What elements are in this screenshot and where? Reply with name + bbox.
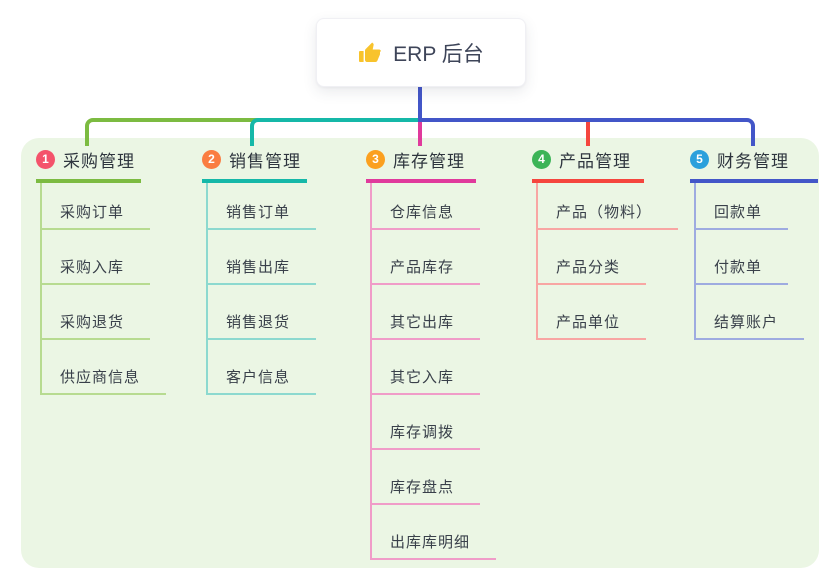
branch-label: 财务管理: [717, 151, 789, 171]
branch-label: 库存管理: [393, 151, 465, 171]
branch-number-badge: 3: [366, 149, 385, 169]
child-label: 回款单: [696, 201, 789, 230]
branch-label: 产品管理: [559, 151, 631, 171]
branch-财务管理: 5 财务管理 回款单 付款单 结算账户: [690, 146, 818, 340]
branch-children: 产品（物料） 产品分类 产品单位: [536, 183, 679, 340]
child-label: 产品（物料）: [538, 201, 679, 230]
thumbs-up-icon: [358, 41, 382, 65]
branch-采购管理: 1 采购管理 采购订单 采购入库 采购退货 供应商信息: [36, 146, 167, 395]
child-node[interactable]: 产品分类: [538, 230, 678, 285]
root-node[interactable]: ERP 后台: [316, 18, 526, 87]
branch-children: 回款单 付款单 结算账户: [694, 183, 805, 340]
branch-number-badge: 4: [532, 149, 551, 169]
child-node[interactable]: 付款单: [696, 230, 804, 285]
child-label: 销售订单: [208, 201, 317, 230]
child-node[interactable]: 采购订单: [42, 183, 166, 230]
child-label: 采购退货: [42, 311, 151, 340]
child-label: 客户信息: [208, 366, 317, 395]
branch-header[interactable]: 2 销售管理: [202, 146, 307, 183]
child-label: 仓库信息: [372, 201, 481, 230]
child-label: 库存调拨: [372, 421, 481, 450]
branch-children: 仓库信息 产品库存 其它出库 其它入库 库存调拨 库存盘点 出库库明细: [370, 183, 497, 560]
child-label: 产品库存: [372, 256, 481, 285]
child-node[interactable]: 回款单: [696, 183, 804, 230]
child-node[interactable]: 销售退货: [208, 285, 317, 340]
child-label: 采购入库: [42, 256, 151, 285]
child-label: 付款单: [696, 256, 789, 285]
child-label: 出库库明细: [372, 531, 497, 560]
branch-销售管理: 2 销售管理 销售订单 销售出库 销售退货 客户信息: [202, 146, 317, 395]
child-label: 其它入库: [372, 366, 481, 395]
branch-number-badge: 1: [36, 149, 55, 169]
branch-children: 采购订单 采购入库 采购退货 供应商信息: [40, 183, 167, 395]
branch-header[interactable]: 4 产品管理: [532, 146, 644, 183]
child-node[interactable]: 产品单位: [538, 285, 678, 340]
child-node[interactable]: 其它入库: [372, 340, 496, 395]
child-node[interactable]: 库存调拨: [372, 395, 496, 450]
child-label: 库存盘点: [372, 476, 481, 505]
branch-label: 采购管理: [63, 151, 135, 171]
child-node[interactable]: 仓库信息: [372, 183, 496, 230]
branch-children: 销售订单 销售出库 销售退货 客户信息: [206, 183, 317, 395]
child-label: 结算账户: [696, 311, 805, 340]
child-node[interactable]: 结算账户: [696, 285, 805, 340]
child-label: 销售出库: [208, 256, 317, 285]
branch-label: 销售管理: [229, 151, 301, 171]
child-node[interactable]: 出库库明细: [372, 505, 497, 560]
child-label: 产品单位: [538, 311, 647, 340]
child-node[interactable]: 采购退货: [42, 285, 166, 340]
child-node[interactable]: 库存盘点: [372, 450, 496, 505]
branch-header[interactable]: 5 财务管理: [690, 146, 818, 183]
branch-number-badge: 5: [690, 149, 709, 169]
child-node[interactable]: 销售出库: [208, 230, 317, 285]
child-node[interactable]: 供应商信息: [42, 340, 167, 395]
branch-库存管理: 3 库存管理 仓库信息 产品库存 其它出库 其它入库 库存调拨 库存盘点 出库库…: [366, 146, 497, 560]
child-node[interactable]: 销售订单: [208, 183, 317, 230]
child-label: 采购订单: [42, 201, 151, 230]
branch-header[interactable]: 3 库存管理: [366, 146, 476, 183]
root-title: ERP 后台: [393, 42, 484, 66]
child-node[interactable]: 产品库存: [372, 230, 496, 285]
child-label: 供应商信息: [42, 366, 167, 395]
child-node[interactable]: 客户信息: [208, 340, 317, 395]
connector-root-stem: [418, 85, 422, 121]
child-node[interactable]: 产品（物料）: [538, 183, 679, 230]
child-node[interactable]: 采购入库: [42, 230, 166, 285]
branch-number-badge: 2: [202, 149, 221, 169]
branch-header[interactable]: 1 采购管理: [36, 146, 141, 183]
branches-panel: [21, 138, 819, 568]
child-label: 销售退货: [208, 311, 317, 340]
child-label: 其它出库: [372, 311, 481, 340]
child-label: 产品分类: [538, 256, 647, 285]
branch-产品管理: 4 产品管理 产品（物料） 产品分类 产品单位: [532, 146, 679, 340]
child-node[interactable]: 其它出库: [372, 285, 496, 340]
